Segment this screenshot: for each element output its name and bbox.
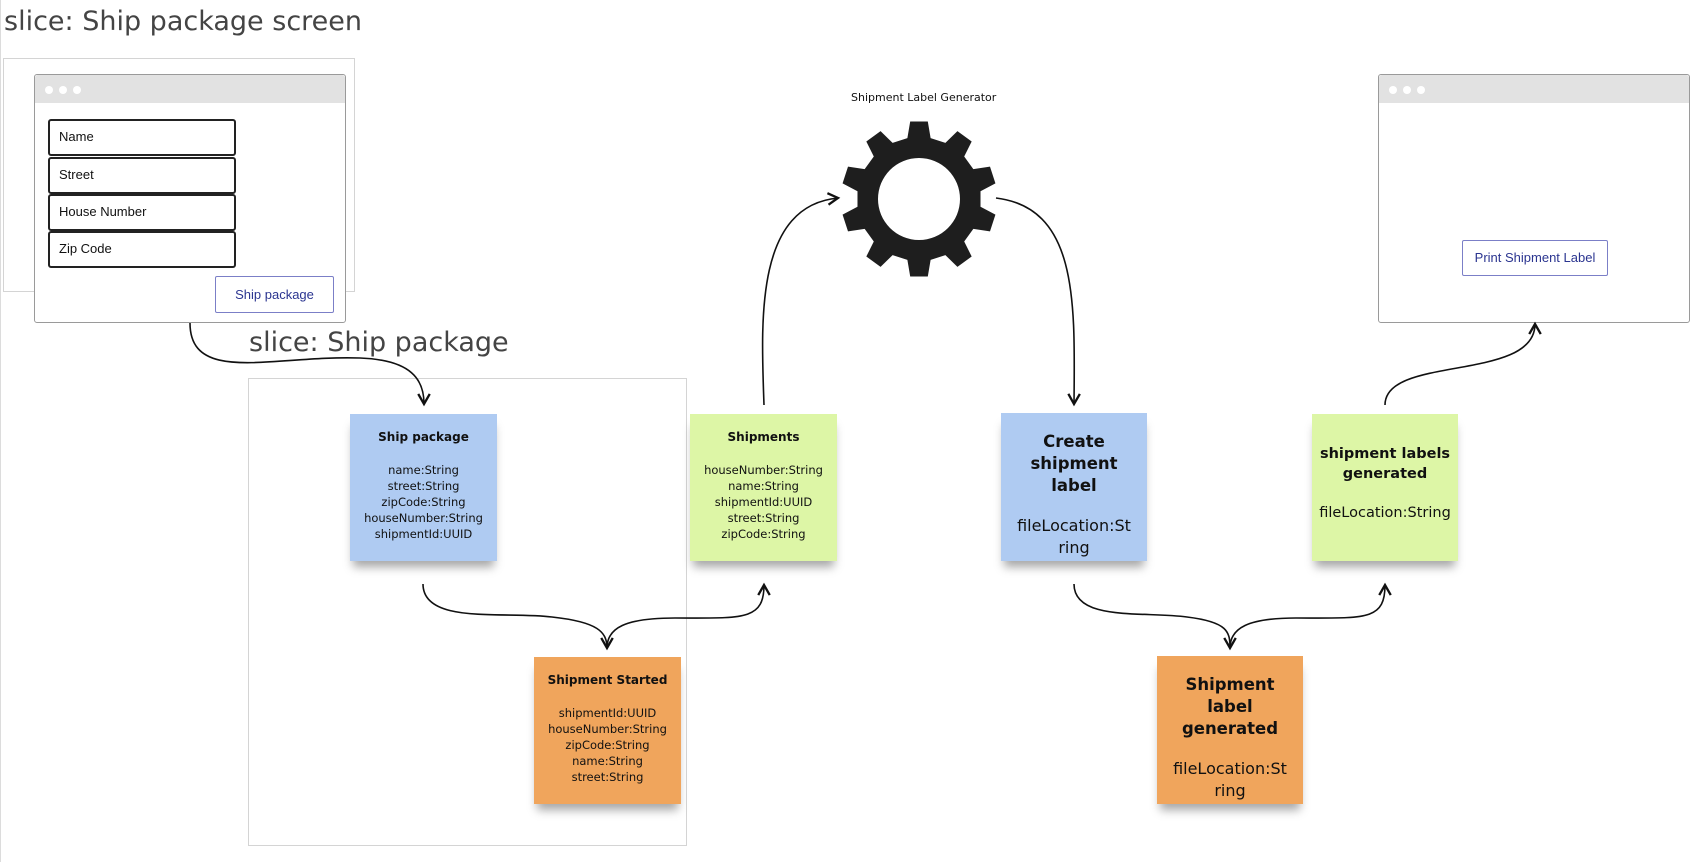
house-number-field[interactable]: House Number <box>48 194 236 231</box>
ship-package-window: Name Street House Number Zip Code Ship p… <box>34 74 346 323</box>
window-title-bar <box>1379 75 1689 103</box>
sticky-field: name:String <box>728 479 799 493</box>
sticky-field: houseNumber:String <box>704 463 823 477</box>
command-create-shipment-label: Create shipment label fileLocation:Strin… <box>1001 413 1147 561</box>
sticky-field: street:String <box>727 511 800 525</box>
command-ship-package: Ship package name:String street:String z… <box>350 414 497 561</box>
sticky-field: zipCode:String <box>381 495 466 509</box>
window-dot-icon <box>1417 86 1425 94</box>
window-dot-icon <box>45 86 53 94</box>
sticky-title: Shipment label generated <box>1181 675 1279 738</box>
window-dot-icon <box>59 86 67 94</box>
sticky-title: Ship package <box>378 430 469 444</box>
automation-label: Shipment Label Generator <box>851 91 997 104</box>
arrow-label-event-to-read-model <box>1229 582 1392 649</box>
sticky-title: Create shipment label <box>1030 432 1118 495</box>
slice-title-screen: slice: Ship package screen <box>4 6 363 37</box>
sticky-field: zipCode:String <box>721 527 806 541</box>
gear-shape <box>842 121 996 277</box>
window-dot-icon <box>1403 86 1411 94</box>
gear-icon <box>842 121 996 277</box>
ship-package-button[interactable]: Ship package <box>215 276 334 313</box>
sticky-field: shipmentId:UUID <box>374 527 473 541</box>
read-model-shipments: Shipments houseNumber:String name:String… <box>690 414 837 561</box>
window-dot-icon <box>73 86 81 94</box>
sticky-title: shipment labels generated <box>1319 446 1451 482</box>
sticky-fields: houseNumber:String name:String shipmentI… <box>690 462 837 542</box>
sticky-field: fileLocation:String <box>1319 505 1451 521</box>
event-shipment-label-generated: Shipment label generated fileLocation:St… <box>1157 656 1303 804</box>
sticky-title: Shipment Started <box>547 673 668 687</box>
sticky-field: name:String <box>388 463 459 477</box>
event-shipment-started: Shipment Started shipmentId:UUID houseNu… <box>534 657 681 804</box>
arrow-screen-to-command <box>189 322 431 407</box>
sticky-field: houseNumber:String <box>364 511 483 525</box>
sticky-field: street:String <box>387 479 460 493</box>
slice-frame-command <box>248 378 687 846</box>
arrow-automation-to-command <box>995 197 1081 407</box>
read-model-shipment-labels-generated: shipment labels generated fileLocation:S… <box>1312 414 1458 561</box>
zip-code-field[interactable]: Zip Code <box>48 231 236 268</box>
arrow-command-to-event <box>422 583 614 651</box>
arrow-event-to-read-model <box>606 582 771 649</box>
sticky-fields: name:String street:String zipCode:String… <box>350 462 497 542</box>
sticky-field: fileLocation:String <box>1017 516 1131 557</box>
sticky-field: houseNumber:String <box>548 722 667 736</box>
sticky-field: shipmentId:UUID <box>558 706 657 720</box>
arrow-read-model-to-print-screen <box>1384 321 1542 406</box>
window-dot-icon <box>1389 86 1397 94</box>
sticky-field: fileLocation:String <box>1173 759 1287 800</box>
sticky-field: name:String <box>572 754 643 768</box>
sticky-field: street:String <box>571 770 644 784</box>
sticky-title: Shipments <box>727 430 800 444</box>
canvas-left-border <box>0 0 1 862</box>
sticky-field: zipCode:String <box>565 738 650 752</box>
print-label-window: Print Shipment Label <box>1378 74 1690 323</box>
sticky-fields: shipmentId:UUID houseNumber:String zipCo… <box>534 705 681 785</box>
name-field[interactable]: Name <box>48 119 236 156</box>
print-shipment-label-button[interactable]: Print Shipment Label <box>1462 240 1608 276</box>
slice-title-command: slice: Ship package <box>249 327 509 358</box>
arrow-command-to-label-event <box>1073 583 1237 651</box>
street-field[interactable]: Street <box>48 157 236 194</box>
arrow-read-model-to-automation <box>761 192 841 406</box>
window-title-bar <box>35 75 345 103</box>
sticky-field: shipmentId:UUID <box>714 495 813 509</box>
